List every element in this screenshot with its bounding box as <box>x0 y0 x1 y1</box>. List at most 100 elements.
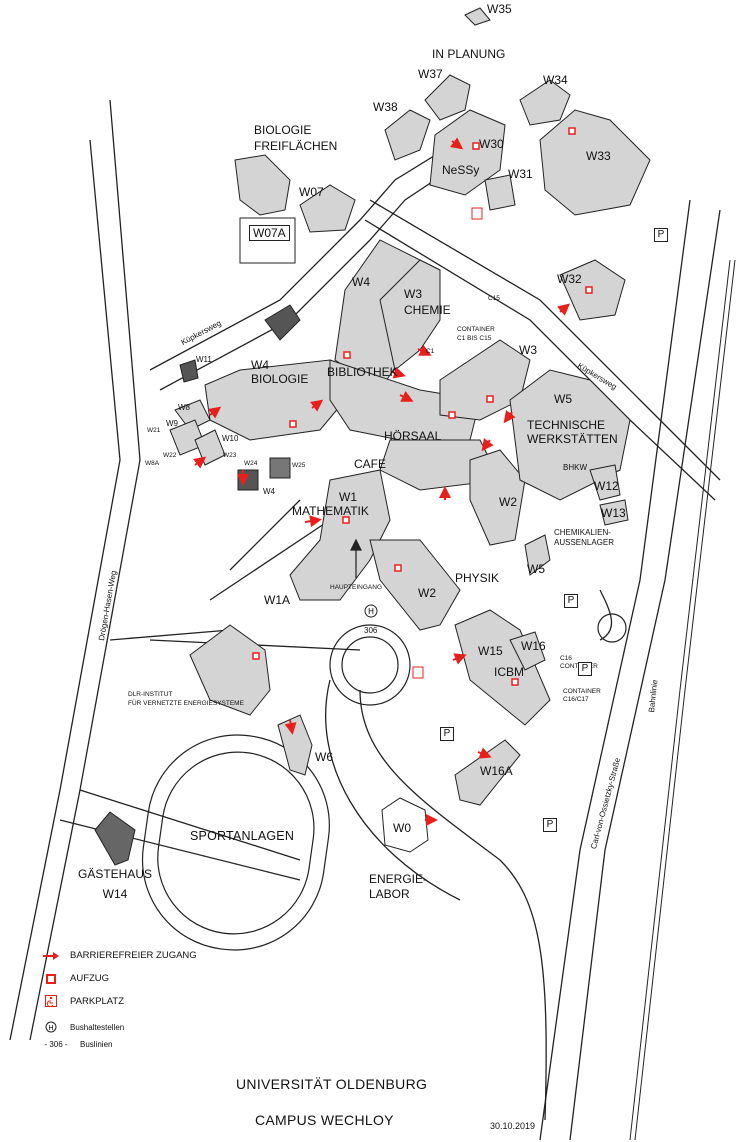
label-w13: W13 <box>601 506 626 520</box>
accessible-entrance-arrows <box>193 137 571 826</box>
label-bus-306: 306 <box>362 626 380 635</box>
label-w2-right: W2 <box>499 495 517 509</box>
label-w35: W35 <box>487 2 512 16</box>
label-w3-chemie: W3 CHEMIE <box>404 287 451 317</box>
label-w23: W23 <box>223 452 237 459</box>
building-w5-small <box>524 534 551 576</box>
label-w30: W30 <box>479 137 504 151</box>
sports-track <box>141 734 330 951</box>
parking-sign: P <box>543 818 557 832</box>
label-w33: W33 <box>586 149 611 163</box>
label-gaestehaus: GÄSTEHAUS W14 <box>78 867 153 901</box>
roundabout <box>597 613 627 643</box>
building-w07 <box>299 184 356 233</box>
building-w38 <box>384 109 431 161</box>
building-w30 <box>429 109 506 196</box>
label-w24: W24 <box>244 460 258 467</box>
label-technische-werkstaetten: TECHNISCHE WERKSTÄTTEN <box>527 418 618 446</box>
legend-row: AUFZUG <box>42 973 109 984</box>
label-w16: W16 <box>521 639 546 653</box>
building-w24 <box>237 469 259 491</box>
label-w3-right: W3 <box>519 343 537 357</box>
building-w4-biologie-wing <box>204 359 346 441</box>
label-w0: W0 <box>393 821 411 835</box>
label-w1a: W1A <box>264 593 291 607</box>
label-w5-small: W5 <box>527 562 545 576</box>
label-energie-labor: ENERGIE- LABOR <box>369 872 428 901</box>
bus-loop <box>329 624 411 706</box>
label-c16-small: C16 <box>560 655 572 662</box>
building-w2-wing <box>469 449 526 546</box>
label-c1: C1 <box>426 348 435 355</box>
building-w8 <box>174 399 211 431</box>
label-w16a: W16A <box>480 764 513 778</box>
roads <box>9 99 736 1141</box>
label-bibliothek: BIBLIOTHEK <box>327 365 398 379</box>
label-w31: W31 <box>508 167 533 181</box>
label-cafe: CAFE <box>354 457 387 471</box>
building-w34 <box>519 79 571 126</box>
building-w1-mathematik <box>289 469 391 601</box>
wheelchair-parking-icons <box>412 207 483 679</box>
legend-row: H Bushaltestellen <box>42 1021 124 1033</box>
label-w37: W37 <box>418 67 443 81</box>
haupteingang-arrow <box>350 538 362 578</box>
parking-sign: P <box>564 594 578 608</box>
map-title: UNIVERSITÄT OLDENBURG <box>236 1076 428 1092</box>
label-nessy: NeSSy <box>442 163 480 177</box>
label-w5: W5 <box>554 392 572 406</box>
label-w9: W9 <box>166 419 178 428</box>
label-w1: W1 <box>339 490 357 504</box>
label-w4-top: W4 <box>352 275 370 289</box>
label-w21: W21 <box>147 427 161 434</box>
label-chemikalien-aussenlager: CHEMIKALIEN- AUSSENLAGER <box>554 528 615 547</box>
label-w11: W11 <box>196 355 212 364</box>
building-w16 <box>509 631 546 671</box>
building-w33 <box>539 109 651 216</box>
building-w31 <box>484 174 516 211</box>
wheelchair-parking-icon <box>42 995 60 1007</box>
building-w0 <box>381 797 429 853</box>
label-haupteingang: HAUPTEINGANG <box>330 584 383 591</box>
label-hoersaal: HÖRSAAL <box>384 429 442 443</box>
building-small-roof <box>264 304 301 341</box>
label-w22: W22 <box>163 452 177 459</box>
bus-stop-icon: H <box>364 604 378 618</box>
label-icbm: ICBM <box>494 665 524 679</box>
label-w10: W10 <box>222 434 239 443</box>
label-w8: W8 <box>178 403 190 412</box>
parking-sign: P <box>440 727 454 741</box>
svg-text:H: H <box>48 1025 53 1032</box>
label-physik: PHYSIK <box>455 571 500 585</box>
building-dlr <box>189 624 271 716</box>
building-w15 <box>454 609 551 726</box>
legend-row: PARKPLATZ <box>42 995 124 1007</box>
building-w2-physik <box>369 539 461 631</box>
label-dlr-institut: DLR-INSTITUT FÜR VERNETZTE ENERGIESYSTEM… <box>128 691 244 707</box>
building-w35 <box>464 7 491 26</box>
label-w15: W15 <box>478 644 503 658</box>
label-container-c16-c17: CONTAINER C16/C17 <box>563 688 601 703</box>
building-gaestehaus <box>94 811 136 866</box>
label-sportanlagen: SPORTANLAGEN <box>190 829 295 843</box>
red-arrow-icon <box>42 951 60 960</box>
label-in-planung: IN PLANUNG <box>432 47 506 61</box>
legend-row: BARRIEREFREIER ZUGANG <box>42 950 197 961</box>
label-w12: W12 <box>594 479 619 493</box>
label-w07: W07 <box>299 185 324 199</box>
building-w37 <box>424 74 471 121</box>
label-container-c1-c15: CONTAINER C1 BIS C15 <box>457 326 495 342</box>
svg-text:H: H <box>368 607 374 616</box>
label-bhkw: BHKW <box>563 463 587 472</box>
building-w16a <box>454 739 521 806</box>
label-biologie-freiflaechen: BIOLOGIE FREIFLÄCHEN <box>254 123 338 153</box>
label-w38: W38 <box>373 100 398 114</box>
building-w13 <box>599 499 629 526</box>
label-w6: W6 <box>315 750 333 764</box>
building-w11 <box>179 359 199 383</box>
label-mathematik: MATHEMATIK <box>292 504 369 518</box>
elevator-icon <box>42 973 60 984</box>
parking-sign: P <box>654 228 668 242</box>
label-w32: W32 <box>557 272 582 286</box>
